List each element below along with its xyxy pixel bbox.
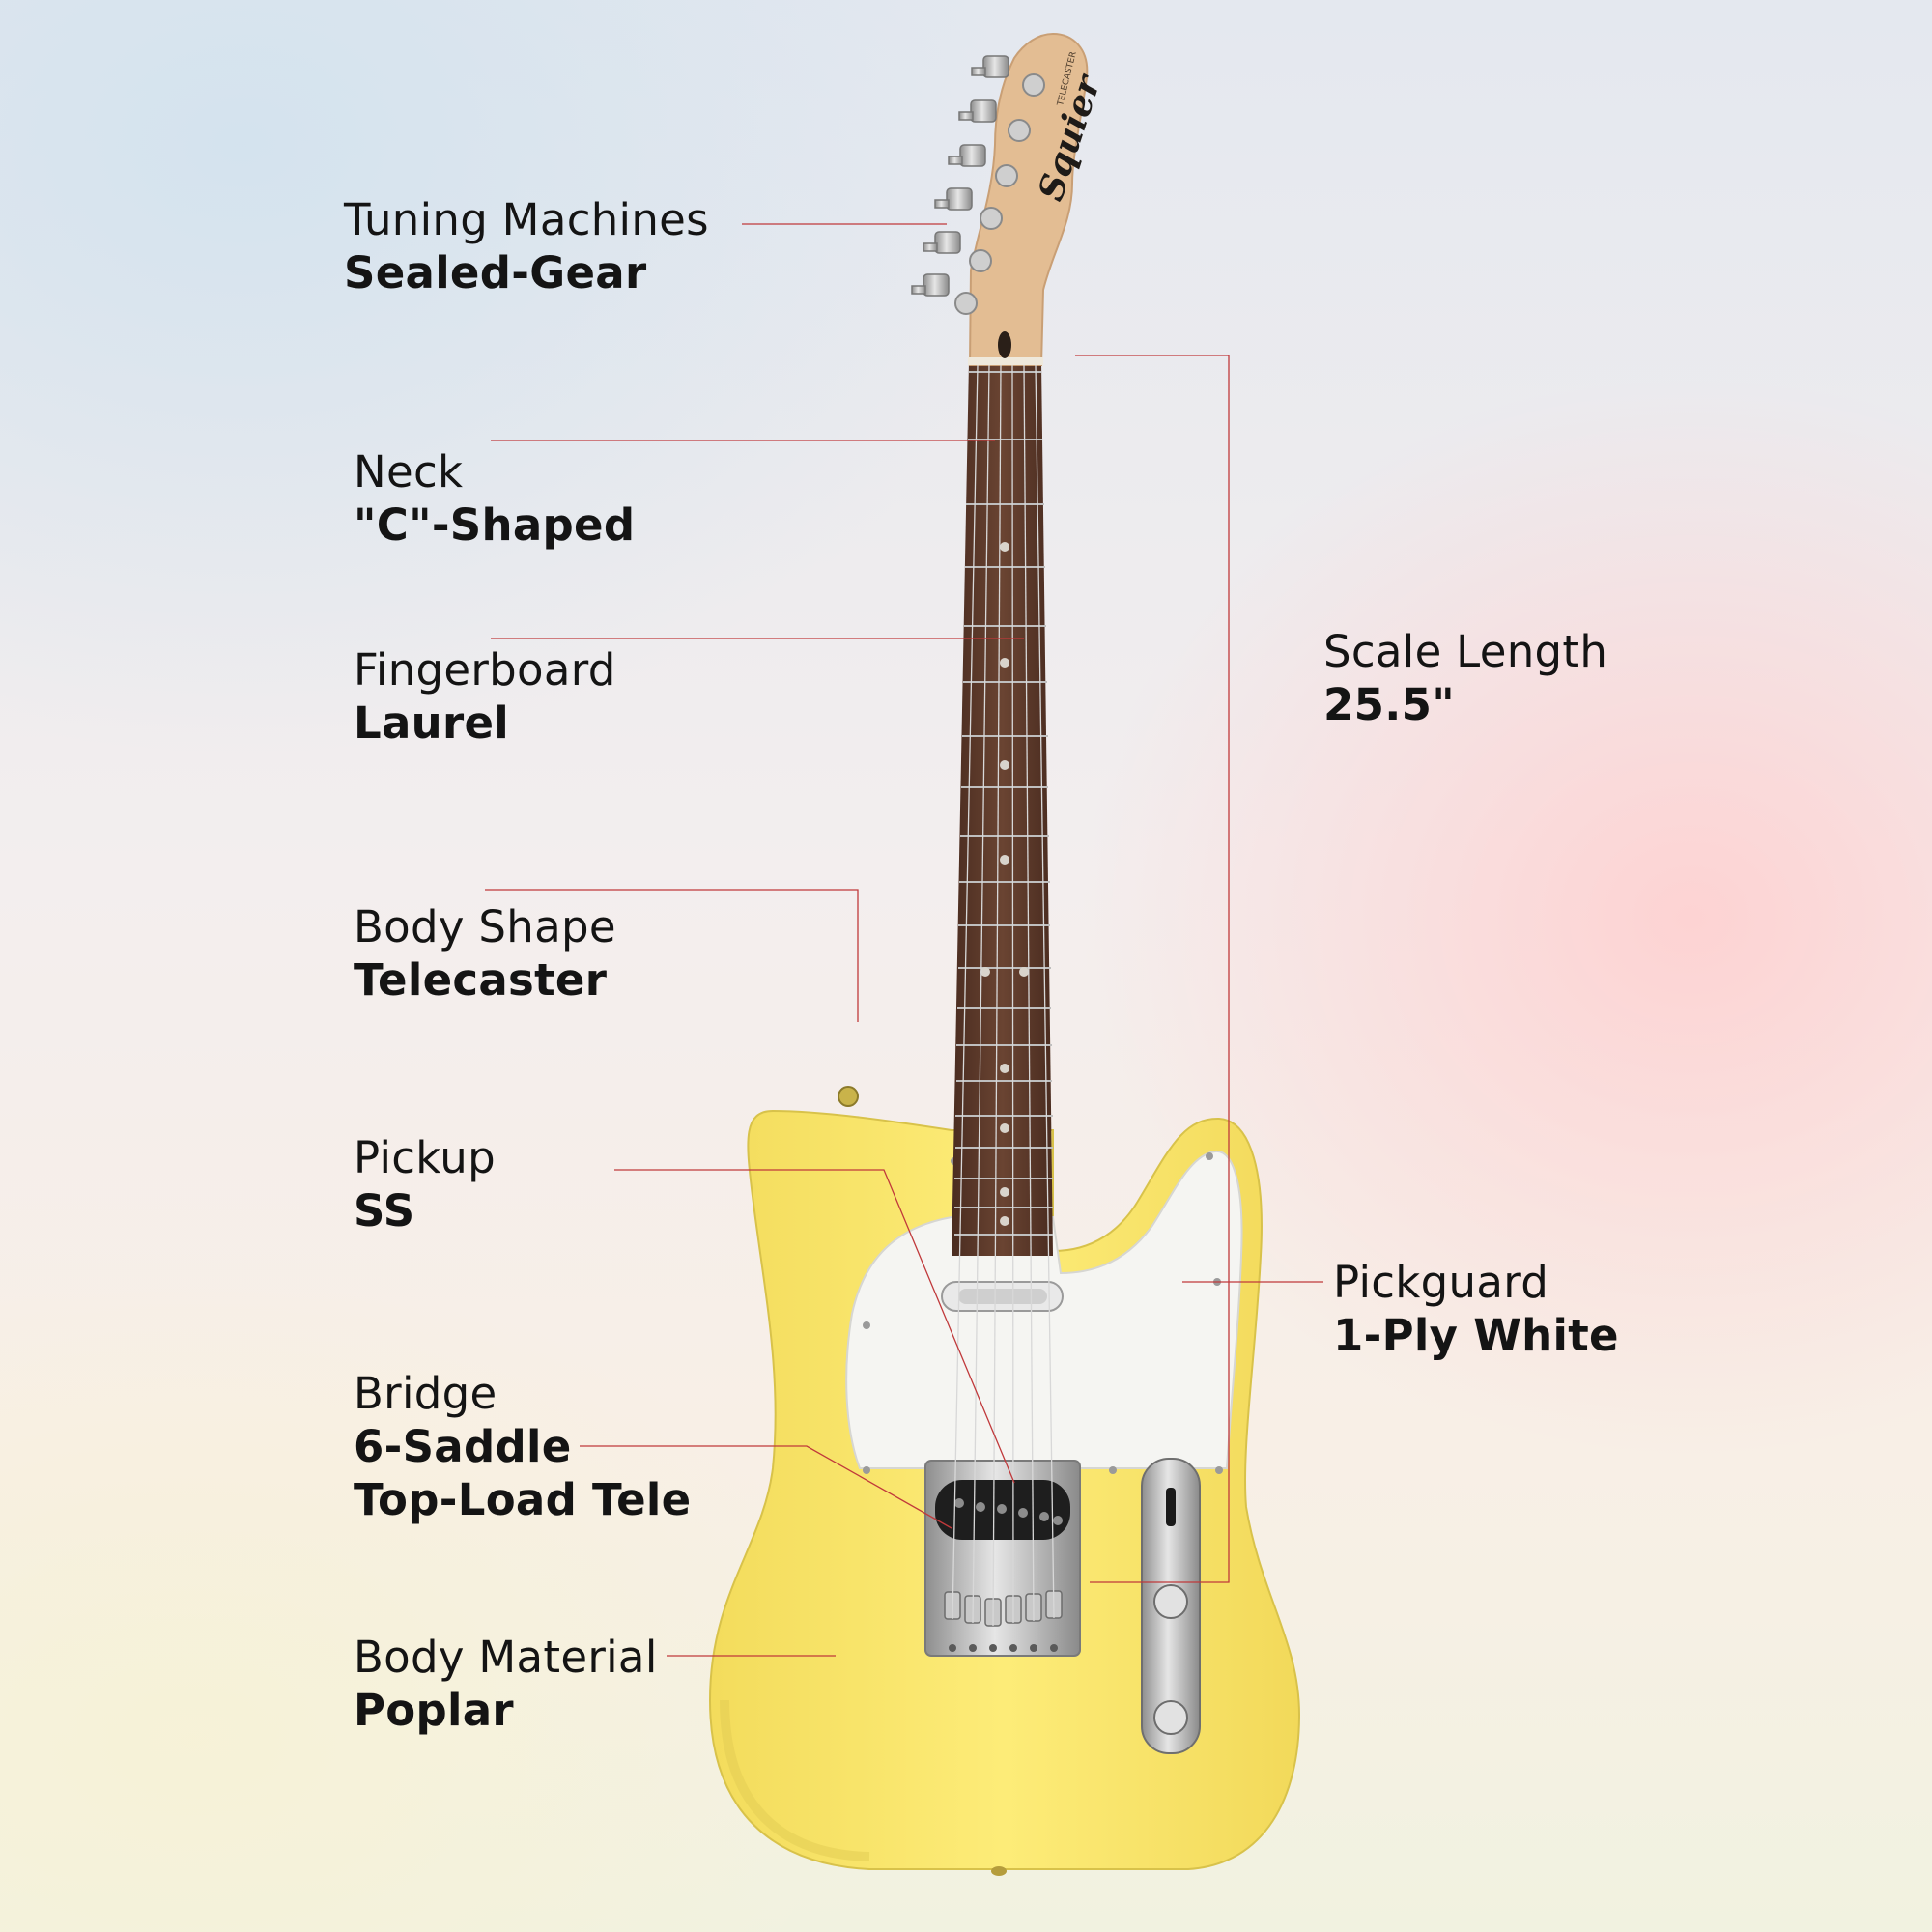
strap-button-bottom xyxy=(991,1866,1007,1876)
fret-markers xyxy=(980,542,1029,1226)
strings xyxy=(952,364,1055,1627)
spec-title: Scale Length xyxy=(1323,626,1608,677)
spec-fingerboard: Fingerboard Laurel xyxy=(354,643,616,750)
tuner-posts xyxy=(954,73,1045,315)
pickup-selector-switch xyxy=(1166,1488,1176,1526)
truss-rod-nut xyxy=(998,331,1011,358)
spec-value-line1: 6-Saddle xyxy=(354,1421,572,1472)
spec-value: 1-Ply White xyxy=(1333,1310,1619,1361)
frets xyxy=(954,371,1053,1236)
spec-tuning-machines: Tuning Machines Sealed-Gear xyxy=(344,193,709,299)
spec-title: Pickguard xyxy=(1333,1257,1549,1308)
neck xyxy=(952,362,1053,1256)
spec-body-shape: Body Shape Telecaster xyxy=(354,900,616,1007)
spec-value: Poplar xyxy=(354,1685,514,1736)
spec-body-material: Body Material Poplar xyxy=(354,1631,658,1737)
spec-title: Neck xyxy=(354,446,464,497)
spec-title: Bridge xyxy=(354,1368,497,1419)
spec-value: "C"-Shaped xyxy=(354,499,636,551)
strap-button-top xyxy=(838,1086,859,1107)
spec-bridge: Bridge 6-Saddle Top-Load Tele xyxy=(354,1367,691,1526)
spec-title: Fingerboard xyxy=(354,644,616,696)
pickguard-screws xyxy=(863,1152,1223,1474)
spec-pickguard: Pickguard 1-Ply White xyxy=(1333,1256,1619,1362)
spec-scale-length: Scale Length 25.5" xyxy=(1323,625,1607,731)
spec-value-line2: Top-Load Tele xyxy=(354,1474,692,1525)
spec-value: Telecaster xyxy=(354,954,608,1006)
volume-knob xyxy=(1153,1584,1188,1619)
spec-neck: Neck "C"-Shaped xyxy=(354,445,635,552)
spec-title: Tuning Machines xyxy=(344,194,709,245)
spec-value: Laurel xyxy=(354,697,510,749)
spec-value: 25.5" xyxy=(1323,679,1455,730)
spec-title: Body Material xyxy=(354,1632,658,1683)
spec-value: SS xyxy=(354,1185,415,1236)
nut xyxy=(968,357,1043,365)
spec-pickup: Pickup SS xyxy=(354,1131,496,1237)
tone-knob xyxy=(1153,1700,1188,1735)
headstock xyxy=(968,32,1089,366)
spec-value: Sealed-Gear xyxy=(344,247,647,298)
spec-title: Body Shape xyxy=(354,901,616,952)
leader-lines xyxy=(485,223,1323,1657)
tuning-machine-keys xyxy=(911,55,1009,297)
spec-title: Pickup xyxy=(354,1132,496,1183)
